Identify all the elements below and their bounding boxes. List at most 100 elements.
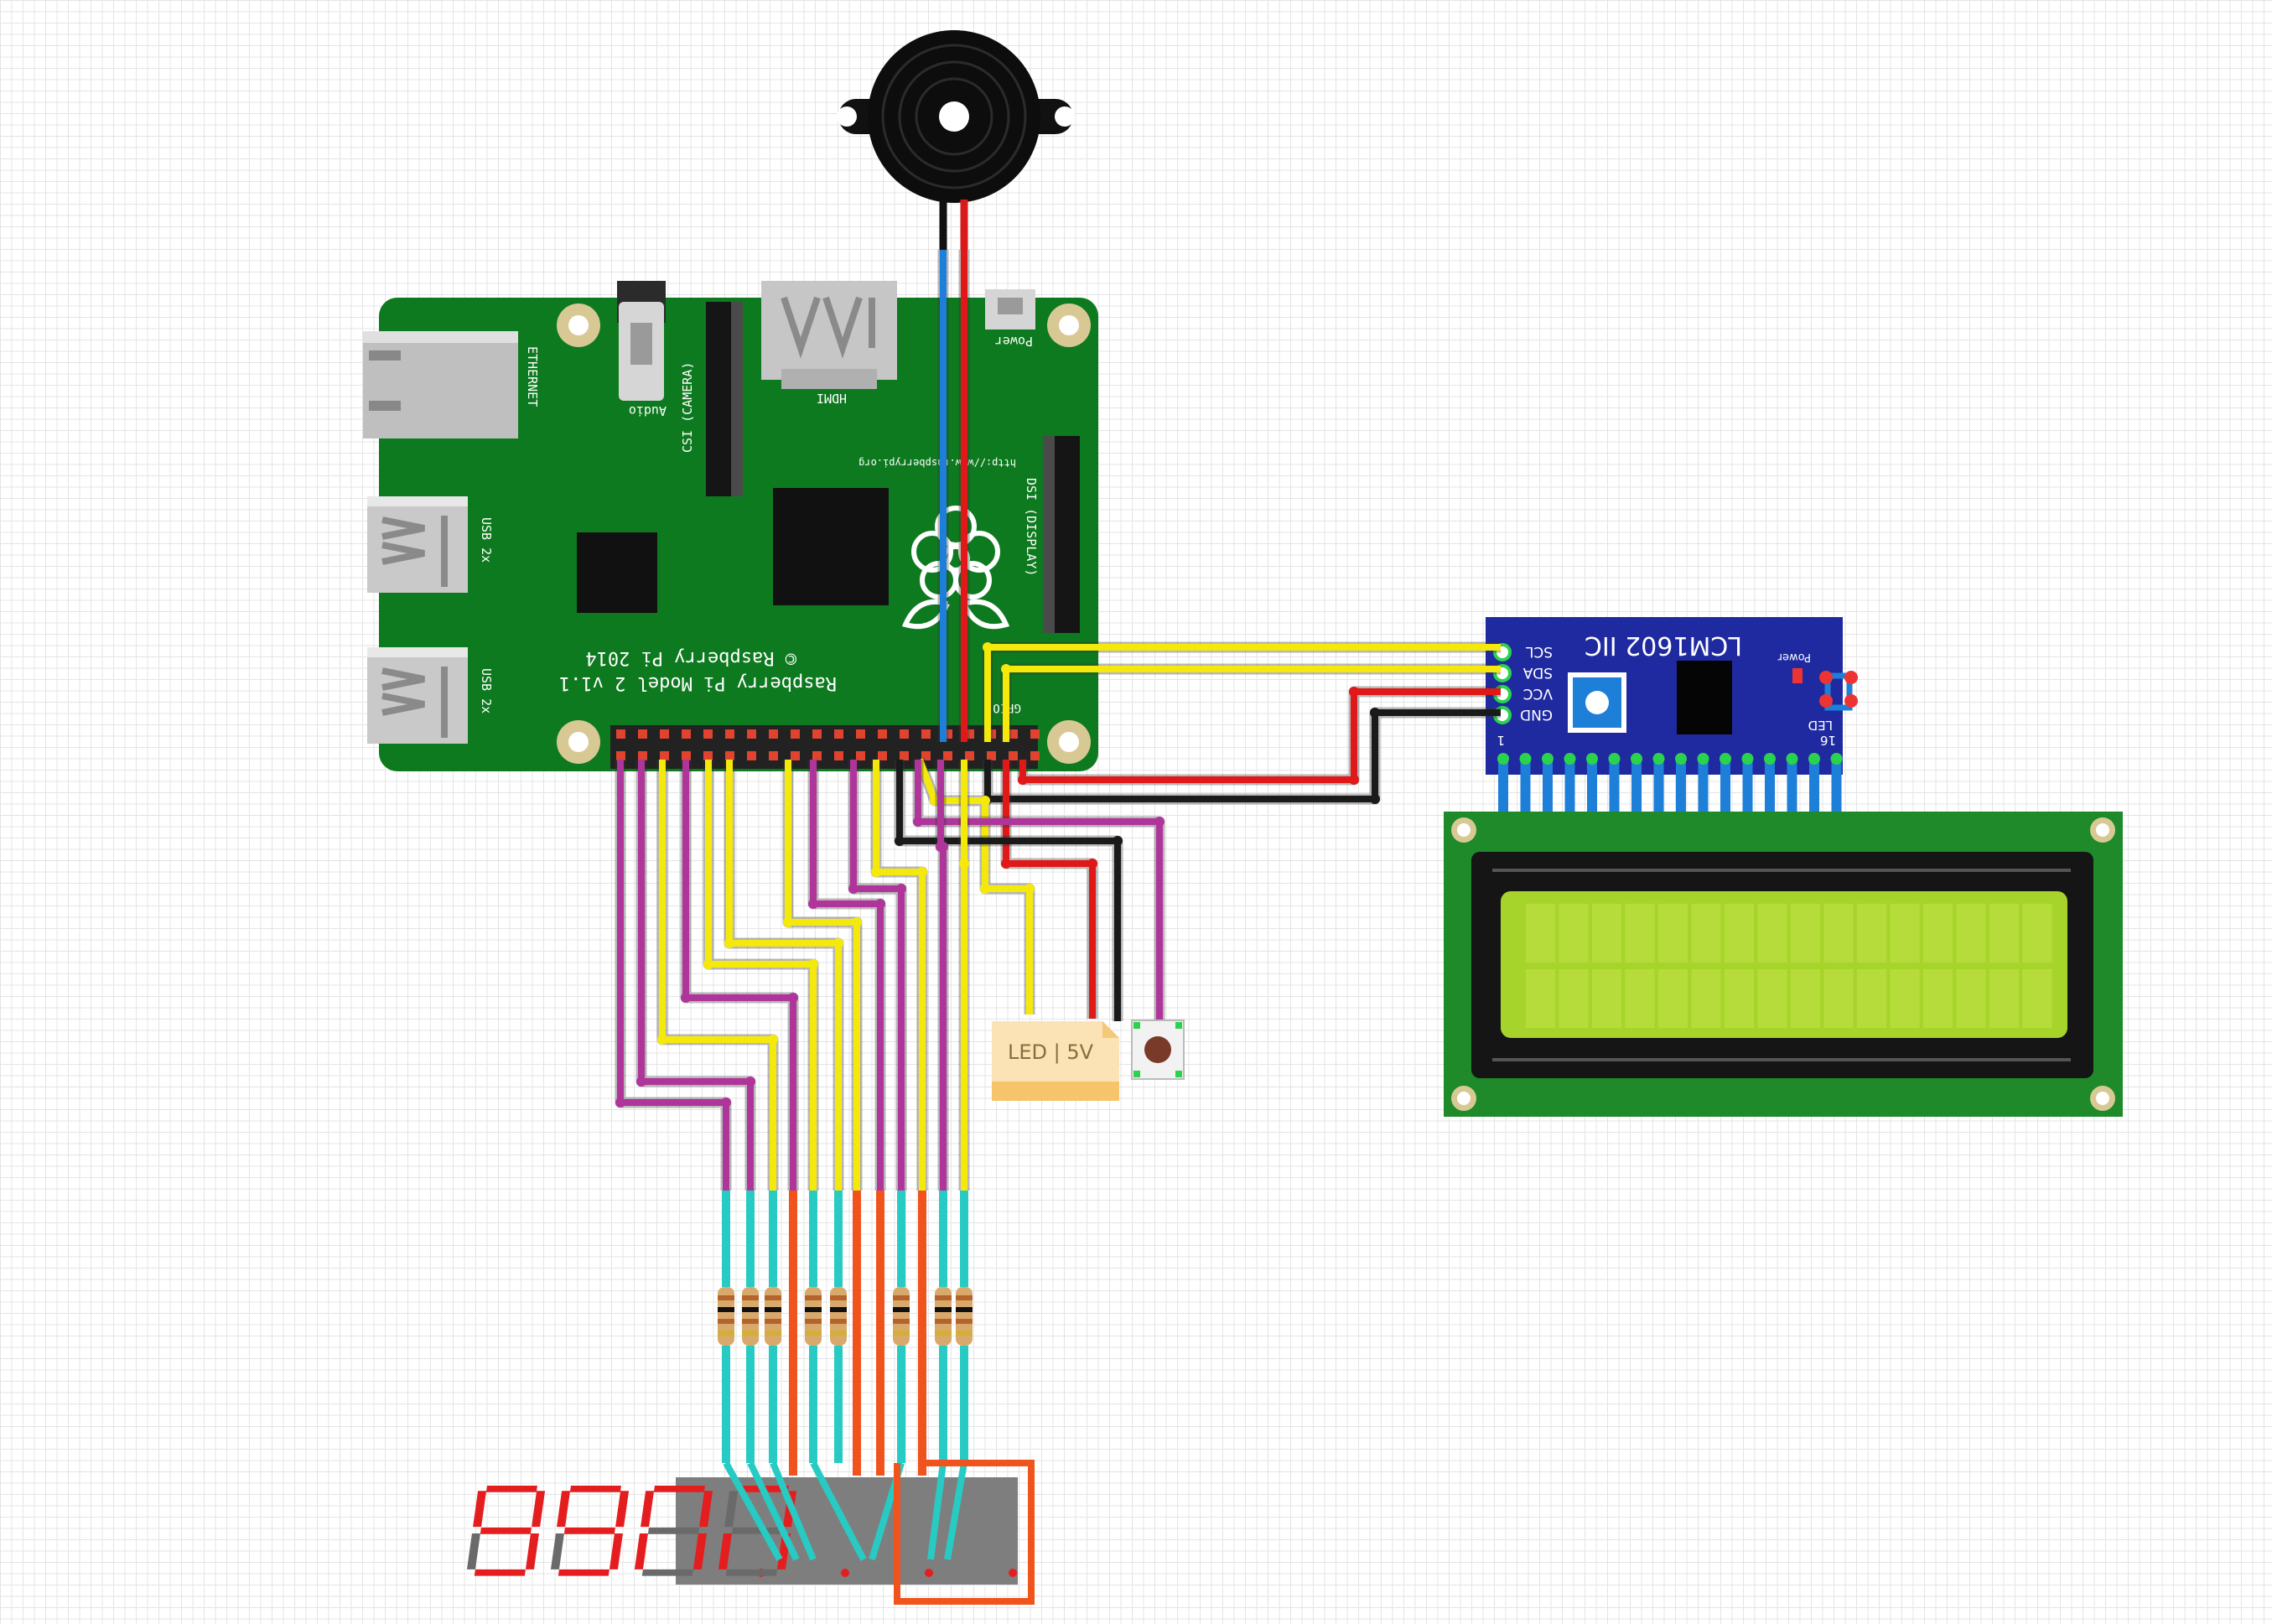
gpio-pin — [812, 751, 822, 760]
resistor-lead — [834, 1191, 843, 1287]
lcd-cell — [1691, 969, 1721, 1028]
resistor-band — [956, 1307, 973, 1312]
gpio-pin — [791, 729, 800, 739]
push-button[interactable] — [1131, 1020, 1185, 1080]
segment-wire — [726, 760, 842, 1191]
i2c-title: LCM1602 IIC — [1585, 630, 1742, 660]
resistor-lead — [897, 1346, 905, 1463]
lcd-pin-pad — [1741, 753, 1754, 765]
segment — [550, 1533, 564, 1570]
resistor-band — [742, 1307, 759, 1312]
resistor-band — [830, 1307, 847, 1312]
power-label: Power — [995, 334, 1033, 349]
segment-wire-joint — [848, 884, 858, 894]
gpio-pin — [638, 729, 647, 739]
gpio-pin — [703, 751, 713, 760]
i2c-pin-first: 1 — [1497, 733, 1505, 748]
potentiometer[interactable] — [1568, 672, 1626, 733]
segment-wire — [659, 760, 776, 1191]
segment-wire-joint — [938, 842, 948, 852]
gpio-header[interactable] — [610, 725, 1040, 769]
lcd-cell — [1956, 904, 1986, 962]
segment-wire-joint — [852, 917, 862, 927]
csi-label: CSI (CAMERA) — [680, 362, 695, 453]
segment — [473, 1491, 487, 1528]
dsi-connector — [1043, 436, 1080, 633]
resistor-band — [893, 1307, 910, 1312]
gpio-pin — [943, 751, 952, 760]
resistor-lead — [769, 1346, 777, 1463]
resistor-band — [935, 1295, 952, 1300]
gpio-pin — [660, 751, 669, 760]
resistor-band — [956, 1331, 973, 1336]
lcd-cell — [1526, 904, 1555, 962]
segment-wire-joint — [615, 1097, 625, 1108]
segment-wire — [810, 760, 884, 1191]
gnd-wire-joint — [1370, 708, 1380, 718]
raspberry-logo-icon — [901, 506, 1010, 630]
lcd-cell — [1857, 904, 1886, 962]
led-jumper[interactable] — [1819, 671, 1858, 711]
hdmi-port — [761, 281, 897, 389]
segment-wire-joint — [808, 899, 818, 909]
segment-wire-joint — [636, 1077, 646, 1087]
resistor-lead — [834, 1346, 843, 1463]
resistor-band — [956, 1295, 973, 1300]
resistor-band — [742, 1319, 759, 1324]
copyright-label: © Raspberry Pi 2014 — [585, 647, 796, 668]
segment-wire — [682, 760, 796, 1191]
segment — [718, 1533, 732, 1570]
lcd-cell — [1658, 904, 1688, 962]
segment-wire-joint — [871, 867, 881, 877]
button-gnd-wire-joint — [895, 836, 905, 846]
gpio-pin — [900, 729, 909, 739]
resistor-band — [893, 1319, 910, 1324]
resistor-band — [718, 1331, 734, 1336]
lcd-pin-pad — [1564, 753, 1576, 765]
mounting-hole — [557, 304, 1091, 764]
seven-segment-wiring — [723, 1460, 1035, 1605]
resistor-band — [742, 1331, 759, 1336]
orange-wire — [876, 1191, 884, 1476]
segment — [609, 1533, 623, 1570]
usb-controller-chip — [577, 532, 657, 613]
segment — [724, 1491, 739, 1528]
segment-wire-joint — [808, 959, 818, 969]
segment-wire-joint — [833, 938, 843, 948]
segment-wire-joint — [745, 1077, 755, 1087]
led-signal-wire-joint — [980, 884, 990, 894]
resistor-band — [830, 1295, 847, 1300]
orange-wire — [918, 1191, 926, 1476]
gnd-wire-joint — [1370, 794, 1380, 804]
segment-wire-joint — [783, 917, 793, 927]
resistor-band — [742, 1295, 759, 1300]
segment — [692, 1533, 707, 1570]
piezo-buzzer[interactable] — [837, 30, 1075, 203]
gpio-pin — [638, 751, 647, 760]
segment — [641, 1569, 693, 1576]
lcd-cell — [1658, 969, 1688, 1028]
i2c-power-label: Power — [1777, 651, 1811, 663]
vcc-wire-joint — [1018, 775, 1028, 785]
segment-wire — [638, 760, 754, 1191]
i2c-lcd-backpack[interactable]: LCM1602 IIC Power LED 1 16 SCL SDA VCC G… — [1486, 617, 1858, 833]
lcd-cell — [1956, 969, 1986, 1028]
segment-display-wire — [944, 1462, 967, 1560]
resistor-band — [718, 1307, 734, 1312]
segment — [731, 1527, 783, 1534]
segment-wire-joint — [917, 867, 927, 877]
segment — [558, 1569, 609, 1576]
segment-wire-joint — [703, 959, 713, 969]
usb-port-top — [367, 496, 468, 593]
usb-port-bottom — [367, 647, 468, 744]
usb-label-bottom: USB 2x — [479, 668, 494, 713]
segment-wire — [807, 760, 886, 1191]
segment-wire-joint — [959, 859, 969, 869]
gpio-pin — [682, 751, 691, 760]
gpio-pin — [965, 729, 974, 739]
gpio-pin — [1030, 751, 1040, 760]
segment-wire — [656, 760, 779, 1191]
lcd-1602-display[interactable] — [1444, 812, 2123, 1117]
lcd-cell — [1757, 904, 1787, 962]
segment-wire — [937, 760, 947, 1191]
